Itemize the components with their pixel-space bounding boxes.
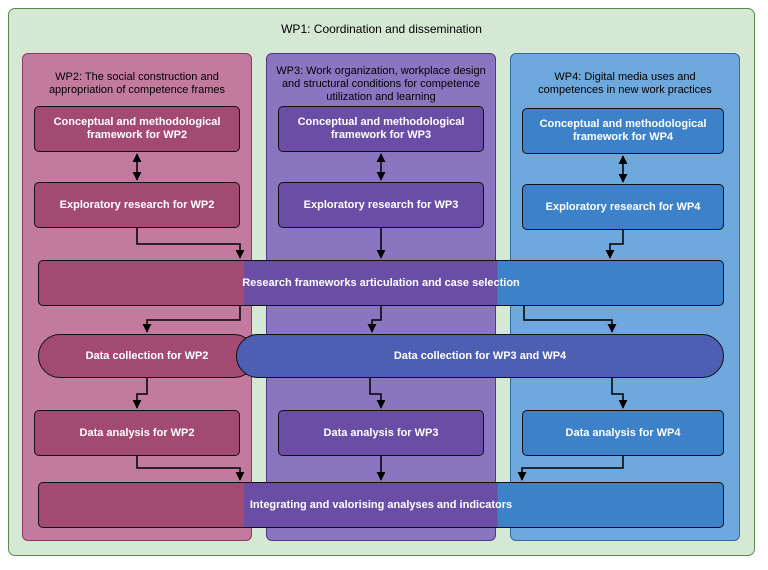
- wp3-collection-to-analysis-arrow: [369, 378, 386, 409]
- wp2-exploratory-box: Exploratory research for WP2: [34, 182, 240, 228]
- wp4-conceptual-box: Conceptual and methodological framework …: [522, 108, 724, 154]
- wp2-explore-to-frameworks-arrow: [136, 228, 245, 259]
- frameworks-to-wp3-collection-arrow: [367, 306, 382, 333]
- wp4-analysis-to-integrating-arrow: [517, 456, 624, 481]
- wp4-title: WP4: Digital media uses and competences …: [538, 71, 712, 96]
- frameworks-to-wp2-collection-arrow: [142, 306, 241, 333]
- wp3-title: WP3: Work organization, workplace design…: [276, 65, 486, 103]
- wp34-data-collection-pill: Data collection for WP3 and WP4: [236, 334, 724, 378]
- wp4-data-analysis-box: Data analysis for WP4: [522, 410, 724, 456]
- wp4-collection-to-analysis-arrow: [611, 378, 628, 409]
- wp4-exploratory-box: Exploratory research for WP4: [522, 184, 724, 230]
- wp3-conceptual-box: Conceptual and methodological framework …: [278, 106, 484, 152]
- research-frameworks-box: Research frameworks articulation and cas…: [38, 260, 724, 306]
- frameworks-to-wp4-collection-arrow: [523, 306, 617, 333]
- wp2-conceptual-box: Conceptual and methodological framework …: [34, 106, 240, 152]
- wp4-explore-to-frameworks-arrow: [605, 230, 624, 259]
- wp2-data-analysis-box: Data analysis for WP2: [34, 410, 240, 456]
- wp2-title: WP2: The social construction and appropr…: [48, 71, 226, 96]
- wp3-exploratory-box: Exploratory research for WP3: [278, 182, 484, 228]
- wp2-analysis-to-integrating-arrow: [136, 456, 245, 481]
- wp2-collection-to-analysis-arrow: [132, 378, 148, 409]
- wp1-title: WP1: Coordination and dissemination: [281, 22, 482, 36]
- integrating-box: Integrating and valorising analyses and …: [38, 482, 724, 528]
- wp3-data-analysis-box: Data analysis for WP3: [278, 410, 484, 456]
- wp2-data-collection-pill: Data collection for WP2: [38, 334, 256, 378]
